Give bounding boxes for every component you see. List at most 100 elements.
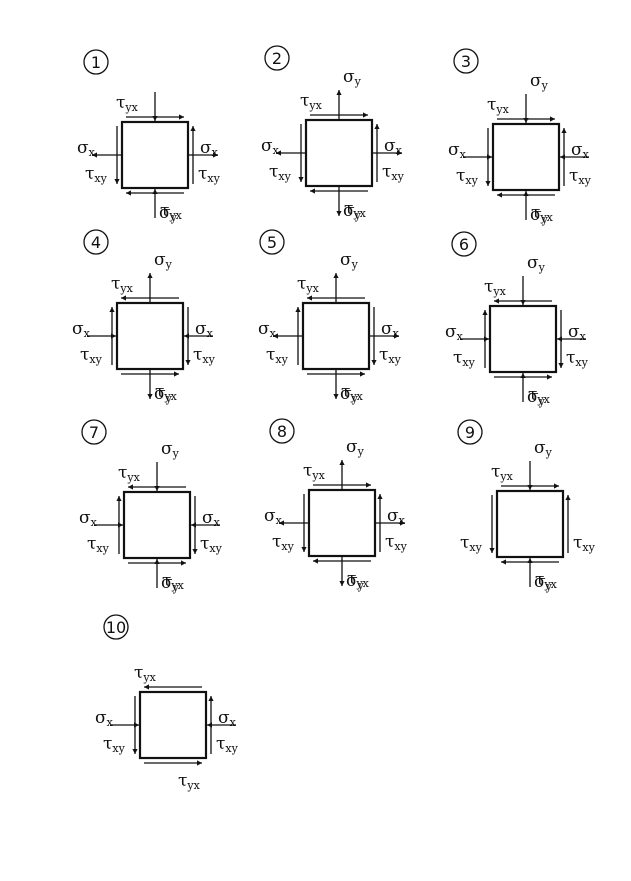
arrow-head [179,114,184,120]
arrow-head [276,150,281,156]
tau-xy-label-left: τxy [87,534,110,555]
arrow-head [279,520,284,526]
arrow-head [336,90,342,95]
arrow-head [197,760,202,766]
arrow-head [313,558,318,564]
arrow-head [333,273,339,278]
tau-xy-arrows [132,696,214,754]
element-number-circle [264,45,290,71]
arrow-head [147,394,153,399]
arrow-head [497,192,502,198]
element-square [304,118,374,188]
tau-yx-label-top: τyx [491,462,514,483]
tau-xy-label-right: τxy [385,532,408,553]
tau-yx-arrows [501,483,559,565]
arrow-head [181,560,186,566]
tau-yx-label-top: τyx [297,274,320,295]
arrow-head [485,181,491,186]
sigma-x-label-right: σx [218,708,237,729]
tau-xy-label-right: τxy [379,345,402,366]
element-square [138,690,208,760]
tau-yx-arrows [144,684,202,766]
arrow-head [363,112,368,118]
element-number-circle [83,229,109,255]
arrow-head [333,394,339,399]
tau-yx-arrows [126,114,184,196]
element-number-circle [259,229,285,255]
tau-xy-label-right: τxy [216,734,239,755]
tau-yx-label-top: τyx [300,91,323,112]
tau-xy-label-left: τxy [456,166,479,187]
tau-xy-label-right: τxy [200,534,223,555]
tau-xy-label-left: τxy [460,533,483,554]
tau-yx-label-bottom: τyx [178,771,201,792]
arrow-head [489,548,495,553]
sigma-x-label-left: σx [95,708,114,729]
tau-xy-arrows [114,126,196,184]
element-number: 4 [91,233,101,252]
sigma-x-label-left: σx [445,322,464,343]
sigma-y-arrows [336,90,342,216]
tau-xy-arrows [301,494,383,552]
sigma-x-label-right: σx [568,322,587,343]
sigma-y-arrows [147,273,153,399]
element-number: 3 [461,52,471,71]
tau-xy-label-right: τxy [569,166,592,187]
arrow-head [501,559,506,565]
arrow-head [121,295,126,301]
arrow-head [128,484,133,490]
arrow-head [310,188,315,194]
sigma-y-label-bottom: σy [346,571,365,592]
element-number: 10 [106,618,126,637]
tau-xy-label-right: τxy [382,162,405,183]
tau-xy-label-left: τxy [269,162,292,183]
sigma-y-label-top: σy [161,439,180,460]
tau-yx-label-top: τyx [487,95,510,116]
arrow-head [295,307,301,312]
tau-yx-arrows [307,295,365,377]
sigma-y-label-top: σy [340,250,359,271]
arrow-head [185,360,191,365]
tau-yx-label-bottom: τyx [160,201,183,222]
sigma-y-label-bottom: σy [527,387,546,408]
sigma-x-label-left: σx [448,140,467,161]
arrow-head [366,482,371,488]
tau-yx-label-bottom: τyx [341,382,364,403]
arrow-head [273,333,278,339]
arrow-head [307,295,312,301]
tau-yx-label-bottom: τyx [155,382,178,403]
tau-xy-arrows [295,307,377,365]
arrow-head [192,549,198,554]
tau-xy-arrows [116,496,198,554]
arrow-head [377,494,383,499]
tau-xy-label-right: τxy [566,348,589,369]
tau-yx-label-top: τyx [134,663,157,684]
element-number: 1 [91,53,101,72]
tau-xy-label-left: τxy [80,345,103,366]
sigma-x-label-left: σx [77,138,96,159]
arrow-head [554,483,559,489]
arrow-head [371,360,377,365]
tau-yx-label-top: τyx [484,277,507,298]
arrow-head [547,374,552,380]
element-number-circle [103,614,129,640]
arrow-head [561,128,567,133]
sigma-x-label-right: σx [387,506,406,527]
arrow-head [132,749,138,754]
arrow-head [147,273,153,278]
arrow-head [558,363,564,368]
sigma-y-label-top: σy [343,67,362,88]
sigma-y-label-bottom: σy [340,384,359,405]
sigma-x-label-right: σx [384,136,403,157]
sigma-y-label-top: σy [346,437,365,458]
sigma-y-label-top: σy [154,250,173,271]
tau-yx-label-bottom: τyx [347,569,370,590]
tau-yx-label-bottom: τyx [344,199,367,220]
